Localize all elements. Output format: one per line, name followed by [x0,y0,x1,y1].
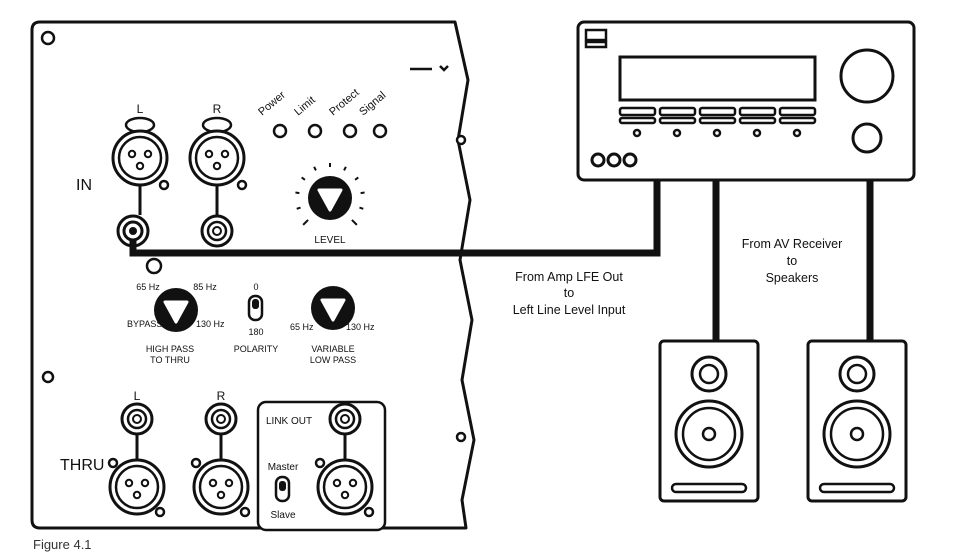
power-led [272,123,288,139]
receiver-button-lower [778,116,817,125]
thru-right-label: R [217,389,226,403]
lp-130-label: 130 Hz [346,322,375,332]
av-note-line3: Speakers [766,271,819,285]
receiver-button-indicator [712,128,722,138]
receiver-button-lower [738,116,777,125]
polarity-0-label: 0 [253,282,258,292]
level-tick [313,166,317,171]
protect-led [342,123,358,139]
link-out-xlr-jack[interactable] [316,458,374,516]
high-pass-label-2: TO THRU [150,355,190,365]
slave-label: Slave [270,510,295,521]
receiver-button-indicator [792,128,802,138]
level-label: LEVEL [314,235,346,246]
lp-65-label: 65 Hz [290,322,314,332]
level-tick [360,191,365,195]
level-tick [301,176,306,181]
speaker-right [806,339,908,503]
in-left-xlr-jack[interactable] [111,129,169,187]
in-right-rca-jack[interactable] [200,214,234,248]
receiver-button-lower [698,116,737,125]
thru-right-rca-jack[interactable] [204,402,238,436]
thru-left-rca-jack[interactable] [120,402,154,436]
low-pass-label-2: LOW PASS [310,355,356,365]
level-knob[interactable] [306,174,354,222]
in-right-label: R [213,102,222,116]
receiver-volume-knob[interactable] [839,48,895,104]
annotations: From Amp LFE Out to Left Line Level Inpu… [513,237,843,317]
receiver-button-lower [618,116,657,125]
thru-label: THRU [60,457,104,474]
link-out-rca-jack[interactable] [328,402,362,436]
polarity-180-label: 180 [248,327,263,337]
polarity-label: POLARITY [234,344,279,354]
level-tick [359,206,364,210]
av-note-line2: to [787,254,797,268]
receiver-small-knob[interactable] [851,122,883,154]
in-right-xlr-jack[interactable] [188,129,246,187]
amp-note-line3: Left Line Level Input [513,303,626,317]
in-section: IN L R [76,102,248,275]
av-receiver [576,20,916,182]
level-control: LEVEL [295,163,365,246]
thru-section: THRU L R [60,389,251,518]
speaker-left [658,339,760,503]
amp-note-line2: to [564,286,574,300]
in-left-label: L [137,102,144,116]
link-out-label: LINK OUT [266,416,312,427]
receiver-button[interactable] [778,106,817,117]
level-tick [351,219,358,226]
level-tick [302,219,309,226]
limit-led [307,123,323,139]
receiver-button-lower [658,116,697,125]
level-tick [296,206,301,210]
level-tick [295,191,300,195]
level-tick [343,166,347,171]
low-pass-label-1: VARIABLE [311,344,354,354]
thru-left-label: L [134,389,141,403]
receiver-display [618,55,817,102]
figure-caption: Figure 4.1 [33,537,92,552]
amplifier-panel [30,20,476,530]
receiver-button-indicator [752,128,762,138]
high-pass-control: 65 Hz 85 Hz BYPASS 130 Hz HIGH PASS TO T… [127,282,225,365]
receiver-button[interactable] [618,106,657,117]
link-out-box: LINK OUT Master Slave [256,400,387,532]
receiver-button[interactable] [698,106,737,117]
level-tick [354,176,359,181]
amp-note-line1: From Amp LFE Out [515,270,623,284]
high-pass-label-1: HIGH PASS [146,344,194,354]
in-label: IN [76,177,92,194]
thru-right-xlr-jack[interactable] [192,458,250,516]
low-pass-control: 65 Hz 130 Hz VARIABLE LOW PASS [290,284,375,365]
high-pass-knob[interactable] [152,286,200,334]
hp-bypass-label: BYPASS [127,319,162,329]
polarity-control: 0 180 POLARITY [234,282,279,354]
av-note-line1: From AV Receiver [742,237,843,251]
hp-85-label: 85 Hz [193,282,217,292]
receiver-button[interactable] [738,106,777,117]
receiver-button-indicator [672,128,682,138]
hp-65-label: 65 Hz [136,282,160,292]
receiver-button-indicator [632,128,642,138]
signal-led [372,123,388,139]
thru-left-xlr-jack[interactable] [108,458,166,516]
master-label: Master [268,462,299,473]
hp-130-label: 130 Hz [196,319,225,329]
receiver-button[interactable] [658,106,697,117]
